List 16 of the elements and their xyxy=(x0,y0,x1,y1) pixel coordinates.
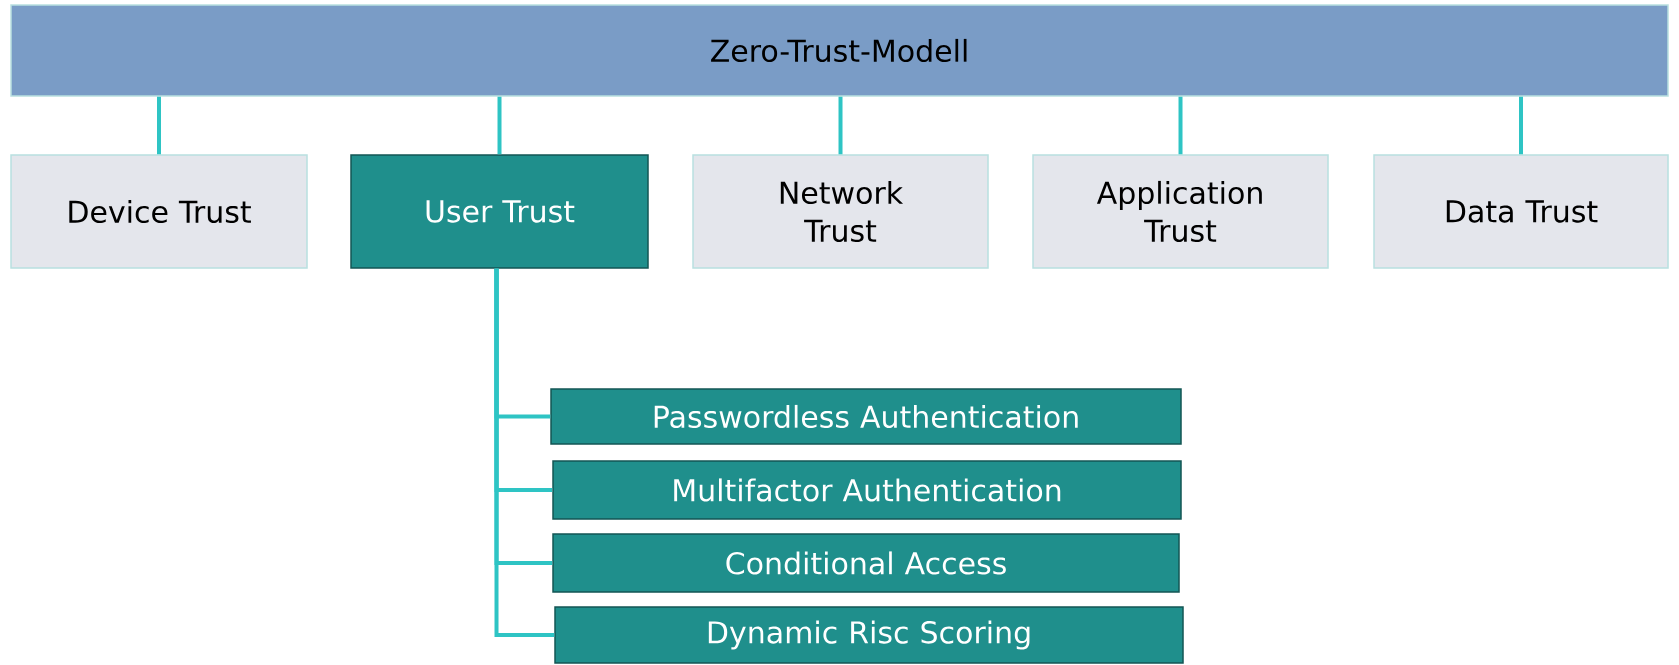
connector-line xyxy=(838,96,843,155)
connector-line xyxy=(494,268,555,637)
category-box: Data Trust xyxy=(1373,154,1669,269)
feature-box: Conditional Access xyxy=(552,533,1180,593)
category-box: Application Trust xyxy=(1032,154,1329,269)
category-box: User Trust xyxy=(350,154,649,269)
title-bar: Zero-Trust-Modell xyxy=(10,4,1669,97)
connector-line xyxy=(1178,96,1183,155)
category-box: Device Trust xyxy=(10,154,308,269)
feature-box: Multifactor Authentication xyxy=(552,460,1182,520)
connector-line xyxy=(1519,96,1523,155)
feature-box: Passwordless Authentication xyxy=(550,388,1182,445)
connector-line xyxy=(497,96,502,155)
connector-line xyxy=(157,96,161,155)
feature-box: Dynamic Risc Scoring xyxy=(554,606,1184,664)
category-box: Network Trust xyxy=(692,154,989,269)
